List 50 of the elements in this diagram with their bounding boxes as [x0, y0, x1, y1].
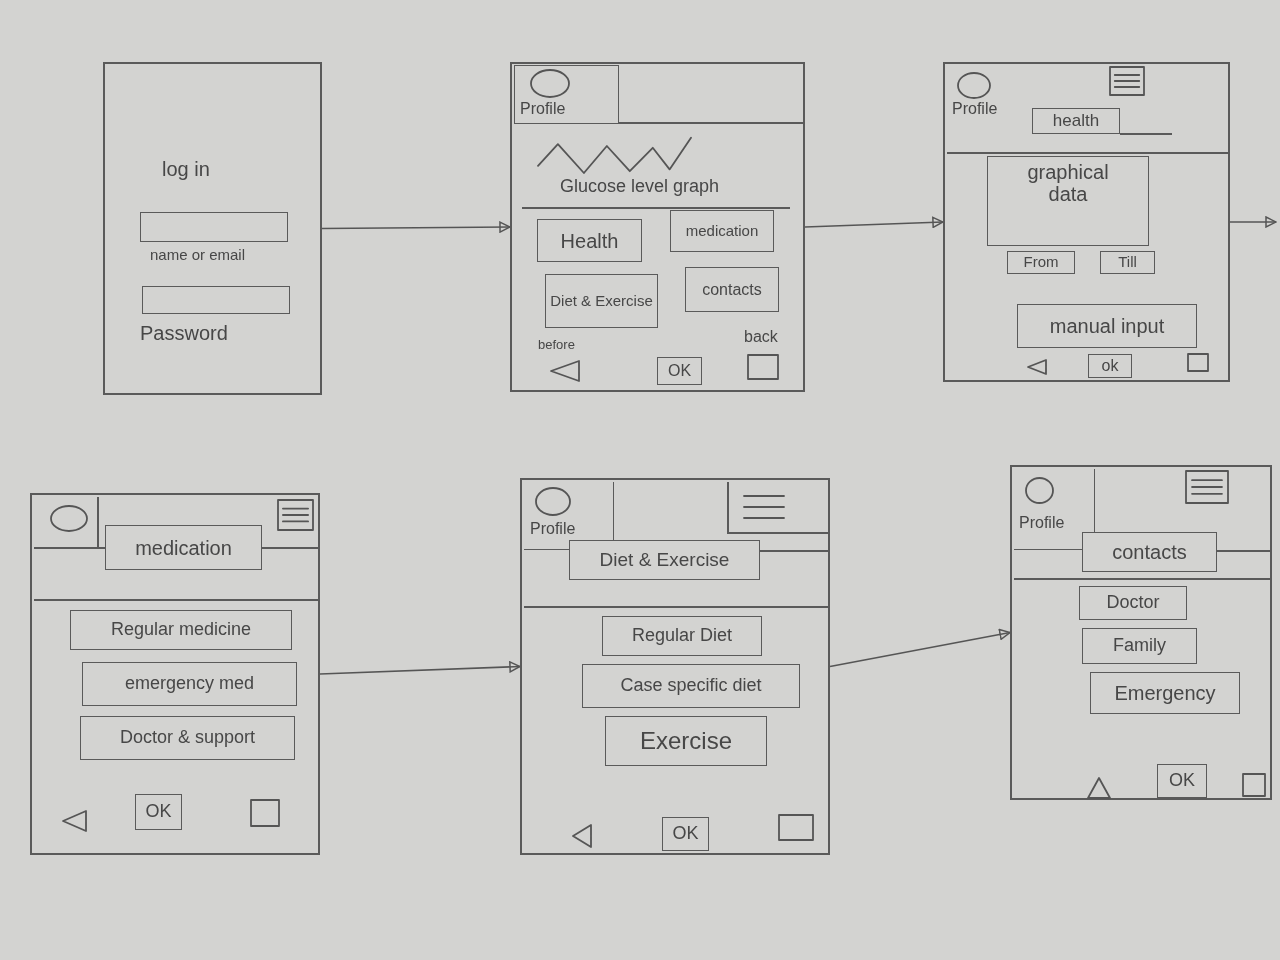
option-button: Regular medicine	[70, 610, 292, 650]
option-button: Till	[1100, 251, 1155, 274]
title-tab: Diet & Exercise	[569, 540, 760, 580]
option-button: Exercise	[605, 716, 767, 766]
ok-button: ok	[1088, 354, 1132, 378]
input-field	[140, 212, 288, 242]
graph-caption: Glucose level graph	[560, 176, 720, 197]
option-button: Diet & Exercise	[545, 274, 658, 328]
arrow	[319, 661, 521, 675]
option-button: Case specific diet	[582, 664, 800, 708]
option-button: emergency med	[82, 662, 297, 706]
heading-text: log in	[162, 158, 210, 181]
option-button: contacts	[685, 267, 779, 312]
option-button: Family	[1082, 628, 1197, 664]
title-tab: contacts	[1082, 532, 1217, 572]
phone-screen	[1010, 465, 1272, 800]
arrow	[321, 221, 511, 233]
option-button: From	[1007, 251, 1075, 274]
option-button: medication	[670, 210, 774, 252]
ok-button: OK	[657, 357, 702, 385]
option-button: Emergency	[1090, 672, 1240, 714]
input-field	[142, 286, 290, 314]
profile-label: Profile	[1019, 514, 1065, 533]
profile-box	[514, 65, 619, 124]
nav-caption: before	[538, 338, 575, 353]
option-button: Doctor & support	[80, 716, 295, 760]
ok-button: OK	[1157, 764, 1207, 798]
profile-label: Profile	[530, 520, 576, 539]
phone-screen	[943, 62, 1230, 382]
title-tab: medication	[105, 525, 262, 570]
arrow	[804, 216, 944, 229]
chart-panel: graphical data	[987, 156, 1149, 246]
phone-screen	[30, 493, 320, 855]
phone-screen	[520, 478, 830, 855]
phone-screen	[510, 62, 805, 392]
ok-button: OK	[135, 794, 182, 830]
option-button: manual input	[1017, 304, 1197, 348]
title-tab: health	[1032, 108, 1120, 134]
phone-screen	[103, 62, 322, 395]
field-caption: Password	[140, 322, 228, 345]
arrow	[1229, 216, 1277, 228]
option-button: Regular Diet	[602, 616, 762, 656]
option-button: Health	[537, 219, 642, 262]
arrow	[829, 628, 1011, 668]
nav-caption: back	[744, 328, 778, 347]
option-button: Doctor	[1079, 586, 1187, 620]
ok-button: OK	[662, 817, 709, 851]
field-caption: name or email	[150, 246, 246, 264]
profile-label: Profile	[952, 100, 998, 119]
profile-label: Profile	[520, 100, 566, 119]
